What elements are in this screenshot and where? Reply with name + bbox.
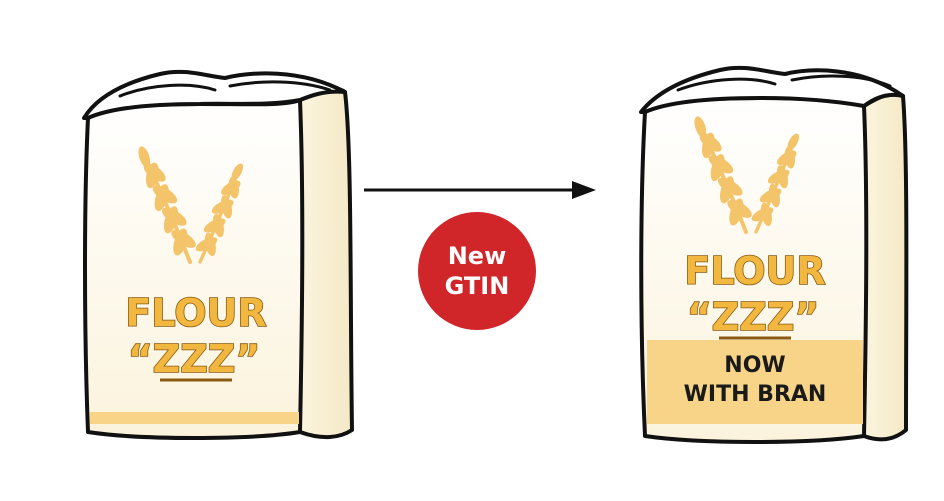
- banner-line2: WITH BRAN: [684, 382, 827, 407]
- badge-line1: New: [448, 242, 507, 270]
- product-name-after: FLOUR: [684, 249, 825, 293]
- new-gtin-badge: New GTIN: [418, 212, 536, 330]
- flour-bag-before: FLOUR “ZZZ”: [84, 72, 352, 438]
- flour-bag-after: FLOUR “ZZZ” NOW WITH BRAN: [641, 68, 906, 442]
- banner-line1: NOW: [724, 353, 785, 378]
- badge-line2: GTIN: [445, 272, 510, 300]
- product-name-before: FLOUR: [125, 291, 266, 335]
- right-arrow-icon: [364, 181, 596, 199]
- variety-after: “ZZZ”: [687, 295, 820, 339]
- variety-before: “ZZZ”: [128, 337, 261, 381]
